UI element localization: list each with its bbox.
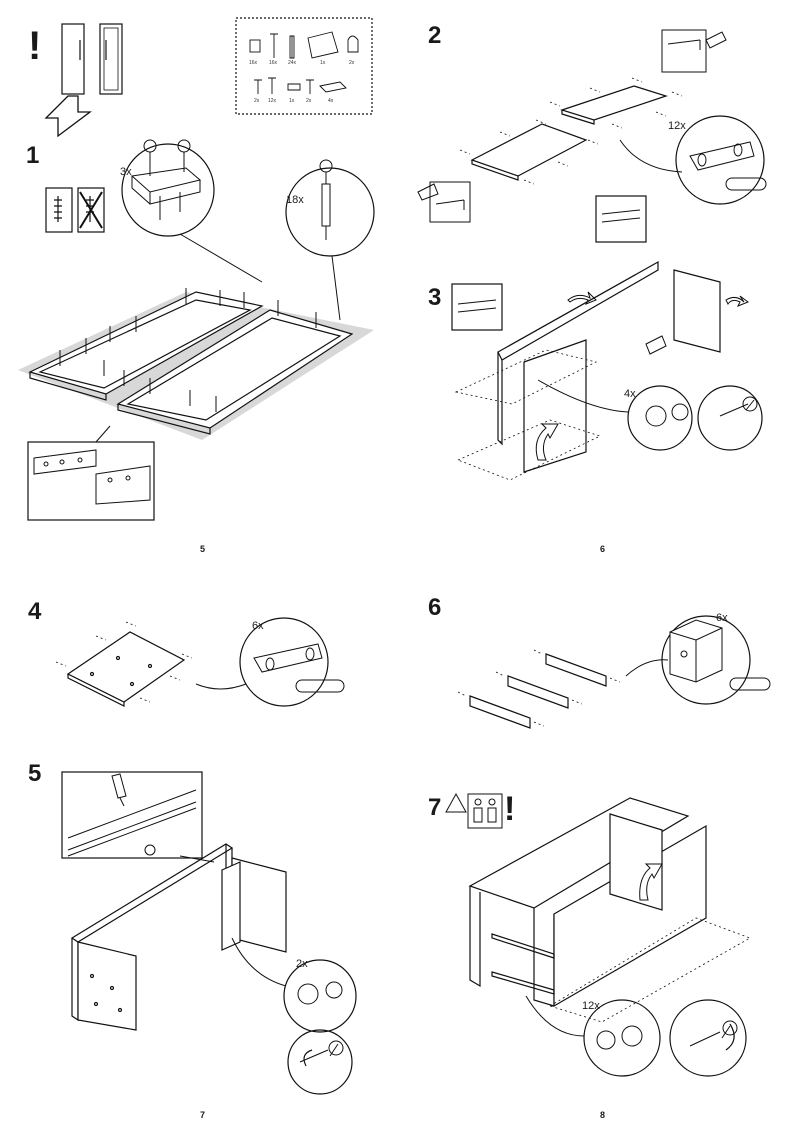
block-dowel-icon (669, 619, 771, 691)
cam-quantity: 2x (296, 958, 308, 970)
dowel-zoom-circle (239, 617, 329, 707)
dowel-hole-markers (459, 77, 683, 185)
cam-zoom-circle (669, 999, 747, 1077)
dowel-zoom-circle (675, 115, 765, 205)
cam-quantity: 4x (624, 388, 636, 400)
detail-box (595, 195, 647, 243)
detail-box (61, 771, 203, 859)
step-1-illustration (18, 17, 375, 521)
kit-count: 2x (254, 98, 260, 104)
dowel-icon (689, 141, 767, 191)
hardware-kit-box (235, 17, 373, 115)
step-number: 4 (28, 598, 42, 625)
screw-type-icon (45, 187, 105, 233)
kit-count: 4x (328, 98, 334, 104)
wardrobe-doors-warning-icon (61, 23, 123, 95)
kit-count: 1x (289, 98, 295, 104)
kit-count: 2x (349, 60, 355, 66)
dowel-hole-markers (55, 621, 193, 703)
rotate-arrow-icon (567, 291, 597, 305)
dowel-hole-markers (457, 649, 621, 727)
instruction-page-5: ! 1 3x 18x 16x 16x 24x 1x 2x 2x 12x 1x 2… (0, 0, 400, 565)
dowel-quantity: 6x (716, 612, 728, 624)
cam-zoom-circle (583, 999, 661, 1077)
shelf-panels (470, 85, 668, 181)
cabinet-side-panel (497, 260, 721, 473)
step-number: 5 (28, 760, 42, 787)
instruction-page-6: 2 3 12x 4x 6 (400, 0, 800, 565)
cam-lock-icon (596, 1020, 738, 1051)
kit-count: 2x (306, 98, 312, 104)
cam-lock-fitting-icon (130, 139, 202, 220)
down-arrow-icon (44, 95, 92, 138)
cam-lock-zoom-circle (121, 143, 215, 237)
dowel-quantity: 6x (252, 620, 264, 632)
page-number: 7 (200, 1110, 206, 1120)
dowel-zoom-circle (285, 167, 375, 257)
instruction-page-7: 4 5 6x 2x 7 (0, 566, 400, 1131)
step-number: 2 (428, 22, 442, 49)
dowel-quantity: 12x (668, 120, 686, 132)
warning-exclamation: ! (504, 790, 516, 828)
cam-quantity: 3x (120, 166, 132, 178)
cam-lock-icon (645, 396, 758, 427)
wardrobe-frames-illustration (18, 291, 374, 440)
kit-count: 24x (288, 60, 297, 66)
corner-detail-box (27, 441, 155, 521)
rail-pieces (469, 653, 607, 729)
hardware-kit-items (249, 31, 359, 94)
page-number: 8 (600, 1110, 606, 1120)
cabinet-assembly (70, 843, 287, 1031)
rotate-arrow-icon (725, 295, 750, 307)
cabinet-box (468, 797, 707, 1008)
cam-lock-icon (297, 981, 344, 1067)
shelf-panel (66, 631, 186, 707)
steps-6-7-illustration (445, 615, 771, 1077)
steps-2-3-illustration (417, 29, 767, 481)
dowel-icon (253, 643, 345, 693)
corner-detail-illustration (33, 449, 151, 505)
cam-zoom-circle (283, 959, 357, 1033)
kit-count: 16x (269, 60, 278, 66)
cam-zoom-circle (697, 385, 763, 451)
kit-count: 12x (268, 98, 277, 104)
kit-count: 16x (249, 60, 258, 66)
cam-zoom-circle (287, 1029, 353, 1095)
hand-pointing-icon (417, 181, 471, 223)
hand-pointing-icon (645, 335, 667, 355)
curved-arrow-icon (639, 863, 663, 901)
cam-quantity: 12x (582, 1000, 600, 1012)
step-number: 3 (428, 284, 442, 311)
dowel-quantity: 18x (286, 194, 304, 206)
cam-zoom-circle (627, 385, 693, 451)
detail-illustration (67, 773, 197, 857)
instruction-page-8: 6 7 ! 6x 12x 8 (400, 566, 800, 1131)
step-number: 1 (26, 142, 40, 169)
floor-outline (454, 349, 602, 481)
dowel-icon (319, 159, 333, 240)
hand-pointing-icon (661, 29, 727, 73)
step-number: 7 (428, 794, 442, 821)
floor-outline (549, 917, 751, 1023)
kit-count: 1x (320, 60, 326, 66)
curved-arrow-icon (535, 423, 559, 461)
step-number: 6 (428, 594, 442, 621)
steps-4-5-illustration (55, 617, 357, 1095)
warning-exclamation: ! (28, 24, 42, 68)
page-number: 5 (200, 544, 206, 554)
detail-box (451, 283, 503, 331)
two-person-warning-icon (445, 792, 503, 829)
dowel-marks (59, 288, 317, 412)
page-number: 6 (600, 544, 606, 554)
